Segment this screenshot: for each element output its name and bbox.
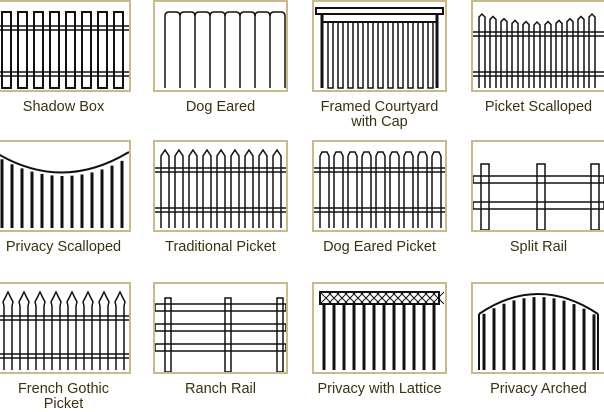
- fence-style-label: Privacy with Lattice: [317, 381, 442, 397]
- fence-style-label: Shadow Box: [22, 99, 105, 115]
- fence-illustration: [471, 140, 604, 232]
- fence-illustration: [312, 140, 447, 232]
- fence-style-label: Privacy Arched: [490, 381, 587, 397]
- fence-illustration: [153, 282, 288, 374]
- fence-style-label: Dog Eared: [185, 99, 256, 115]
- fence-style-label: Traditional Picket: [165, 239, 276, 255]
- fence-illustration: [312, 0, 447, 92]
- fence-illustration: [153, 140, 288, 232]
- fence-illustration: [312, 282, 447, 374]
- fence-illustration: [471, 0, 604, 92]
- fence-illustration: [0, 0, 131, 92]
- fence-illustration: [0, 140, 131, 232]
- fence-illustration: [0, 282, 131, 374]
- fence-style-label: Dog Eared Picket: [323, 239, 436, 255]
- fence-illustration: [153, 0, 288, 92]
- fence-style-label: Framed Courtyard with Cap: [320, 99, 439, 130]
- fence-illustration: [471, 282, 604, 374]
- fence-style-label: French Gothic Picket: [17, 381, 110, 412]
- fence-style-label: Split Rail: [509, 239, 568, 255]
- fence-style-label: Privacy Scalloped: [5, 239, 122, 255]
- fence-style-label: Ranch Rail: [185, 381, 256, 397]
- fence-style-label: Picket Scalloped: [484, 99, 593, 115]
